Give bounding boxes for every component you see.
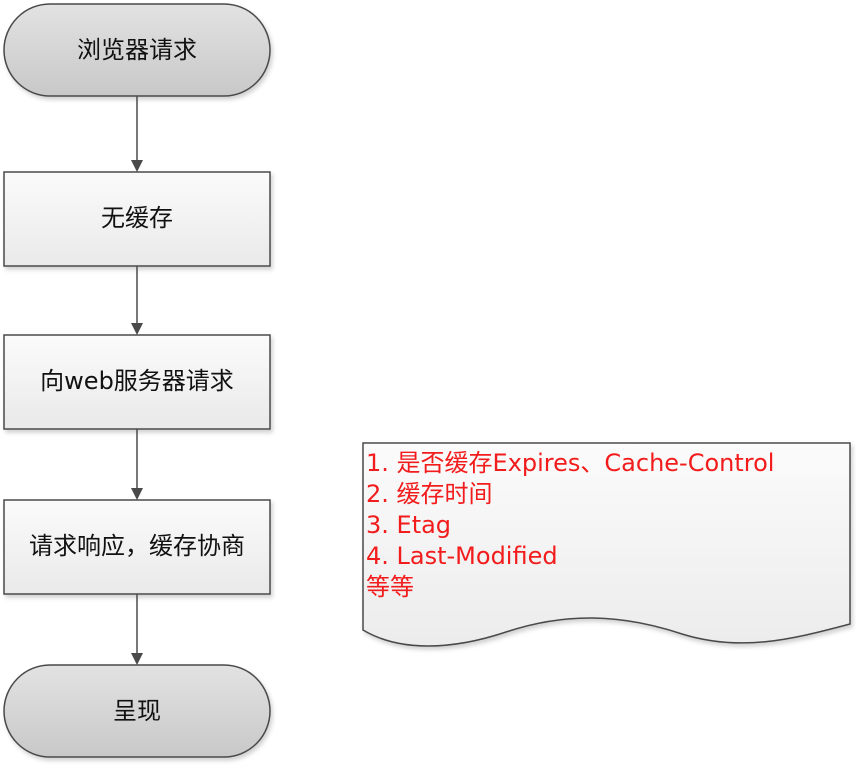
response-negotiation-node: 请求响应，缓存协商	[3, 499, 271, 595]
end-label: 呈现	[113, 697, 161, 725]
end-node: 呈现	[3, 664, 271, 758]
no-cache-label: 无缓存	[101, 204, 173, 232]
note-line-5: 等等	[366, 573, 414, 601]
server-request-label: 向web服务器请求	[40, 367, 234, 395]
server-request-node: 向web服务器请求	[3, 334, 271, 430]
cache-notes-document: 1. 是否缓存Expires、Cache-Control 2. 缓存时间 3. …	[362, 442, 851, 647]
response-negotiation-label: 请求响应，缓存协商	[29, 532, 245, 560]
no-cache-node: 无缓存	[3, 171, 271, 267]
note-line-3: 3. Etag	[366, 511, 451, 539]
start-label: 浏览器请求	[77, 36, 197, 64]
note-line-1: 1. 是否缓存Expires、Cache-Control	[366, 449, 774, 477]
note-line-2: 2. 缓存时间	[366, 480, 493, 508]
start-node: 浏览器请求	[3, 3, 271, 97]
note-line-4: 4. Last-Modified	[366, 542, 558, 570]
